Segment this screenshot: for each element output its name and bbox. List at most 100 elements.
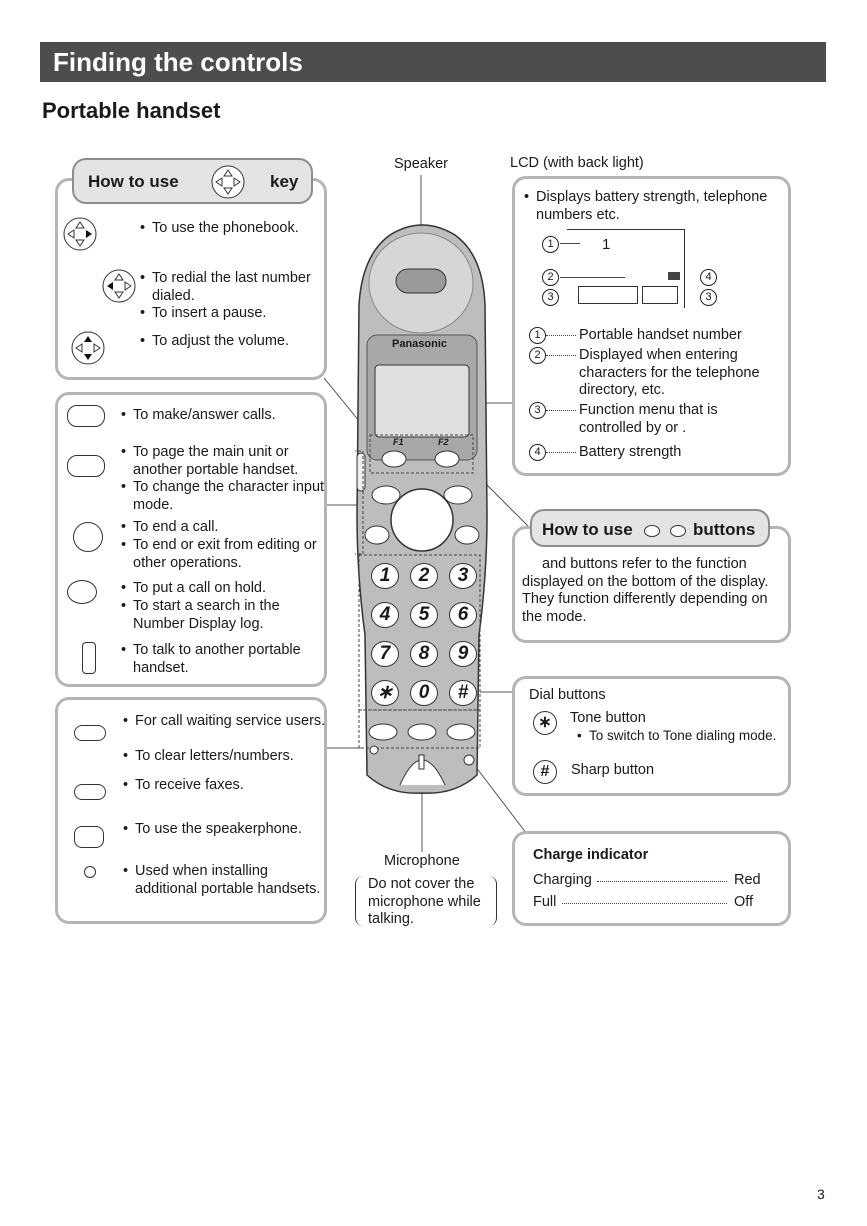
nav-item-2b: To insert a pause. (140, 305, 332, 323)
nav-updown-icon (71, 331, 105, 365)
lcd-intro: Displays battery strength, telephone num… (524, 189, 791, 224)
f2-icon (670, 525, 686, 537)
charging-value: Red (734, 872, 761, 888)
talk-button-icon (67, 405, 105, 427)
install-button-icon (84, 866, 96, 878)
keypad-key-1: 1 (371, 563, 399, 589)
hold-desc-b: To start a search in the Number Display … (121, 598, 329, 633)
full-value: Off (734, 894, 754, 910)
f-pill-suffix: buttons (693, 520, 756, 539)
speaker-label: Speaker (394, 156, 449, 172)
page-number: 3 (817, 1186, 825, 1202)
nav-item-2a: To redial the last number dialed. (140, 270, 332, 305)
charging-label: Charging (533, 872, 592, 888)
lcd-callout-3b: 3 (700, 289, 717, 306)
brand-label: Panasonic (392, 338, 448, 350)
keypad-key-4: 4 (371, 602, 399, 628)
fax-desc: To receive faxes. (123, 777, 331, 795)
lcd-screen (567, 229, 685, 308)
legend-num-4: 4 (529, 444, 546, 461)
nav-key-icon (211, 165, 245, 199)
handset-illustration (355, 224, 488, 794)
tone-label: Tone button (570, 710, 646, 726)
legend-text-4: Battery strength (579, 444, 682, 460)
sharp-key-icon: # (533, 760, 557, 784)
intercom-desc-b: To change the character input mode. (121, 479, 329, 514)
f-buttons-desc: and buttons refer to the function displa… (522, 556, 769, 625)
f1-label: F1 (393, 437, 404, 447)
legend-num-3: 3 (529, 402, 546, 419)
full-dots (562, 903, 727, 904)
keypad-key-7: 7 (371, 641, 399, 667)
charge-indicator-box (512, 831, 791, 926)
mic-note-bracket (355, 876, 497, 926)
catch-desc-b: To clear letters/numbers. (123, 748, 331, 766)
hold-desc-a: To put a call on hold. (121, 580, 329, 598)
lcd-softkey-1 (578, 286, 638, 304)
lcd-label: LCD (with back light) (510, 155, 644, 171)
keypad-key-3: 3 (449, 563, 477, 589)
keypad-key-5: 5 (410, 602, 438, 628)
keypad-key-star: ∗ (371, 680, 399, 706)
f-pill-prefix: How to use (542, 520, 633, 539)
catch-button-icon (74, 725, 106, 741)
legend-text-2: Displayed when entering characters for t… (579, 347, 760, 398)
legend-text-3: Function menu that is controlled by or . (579, 402, 718, 436)
charge-title: Charge indicator (533, 847, 649, 863)
lcd-callout-1: 1 (542, 236, 559, 253)
tone-bullet: To switch to Tone dialing mode. (577, 727, 799, 745)
tone-key-icon: ∗ (533, 711, 557, 735)
intercom-desc-a: To page the main unit or another portabl… (121, 444, 329, 479)
legend-num-2: 2 (529, 347, 546, 364)
intercom-button-icon (67, 455, 105, 477)
lcd-softkey-2 (642, 286, 678, 304)
talk-desc: To make/answer calls. (121, 407, 333, 425)
f1-icon (644, 525, 660, 537)
f2-label: F2 (438, 437, 449, 447)
legend-dots-2 (546, 355, 576, 356)
lcd-callout-4: 4 (700, 269, 717, 286)
off-desc-b: To end or exit from editing or other ope… (121, 537, 333, 572)
keypad-key-6: 6 (449, 602, 477, 628)
lcd-line-2 (560, 277, 625, 278)
microphone-label: Microphone (384, 853, 460, 869)
lcd-callout-2: 2 (542, 269, 559, 286)
keypad-key-9: 9 (449, 641, 477, 667)
nav-item-1: To use the phonebook. (140, 220, 332, 238)
legend-text-1: Portable handset number (579, 327, 742, 343)
lcd-line-1 (560, 243, 580, 244)
lcd-callout-3a: 3 (542, 289, 559, 306)
f-buttons-pill: How to use buttons (530, 509, 770, 547)
side-desc: To talk to another portable handset. (121, 642, 329, 677)
off-desc-a: To end a call. (121, 519, 333, 537)
fax-button-icon (74, 784, 106, 800)
speakerphone-desc: To use the speakerphone. (123, 821, 331, 839)
legend-num-1: 1 (529, 327, 546, 344)
nav-pill-prefix: How to use (88, 172, 179, 191)
section-title: Finding the controls (53, 47, 303, 77)
dial-title: Dial buttons (529, 687, 606, 703)
lcd-handset-number: 1 (602, 236, 611, 253)
nav-right-icon (63, 217, 97, 251)
speakerphone-button-icon (74, 826, 104, 848)
keypad-key-hash: # (449, 680, 477, 706)
catch-desc-a: For call waiting service users. (123, 713, 331, 731)
page-subtitle: Portable handset (42, 98, 221, 123)
sharp-label: Sharp button (571, 762, 655, 778)
section-header: Finding the controls (40, 42, 826, 82)
keypad-key-8: 8 (410, 641, 438, 667)
install-desc: Used when installing additional portable… (123, 863, 331, 898)
mic-note: Do not cover the microphone while talkin… (368, 876, 481, 927)
battery-icon (668, 272, 680, 280)
side-button-icon (82, 642, 96, 674)
nav-key-pill: How to use key (72, 158, 313, 204)
nav-item-3: To adjust the volume. (140, 333, 332, 351)
off-button-icon (73, 522, 103, 552)
legend-dots-3 (546, 410, 576, 411)
nav-left-icon (102, 269, 136, 303)
hold-button-icon (67, 580, 97, 604)
nav-pill-suffix: key (270, 172, 299, 191)
keypad-key-0: 0 (410, 680, 438, 706)
lcd-box (512, 176, 791, 476)
legend-dots-1 (546, 335, 576, 336)
